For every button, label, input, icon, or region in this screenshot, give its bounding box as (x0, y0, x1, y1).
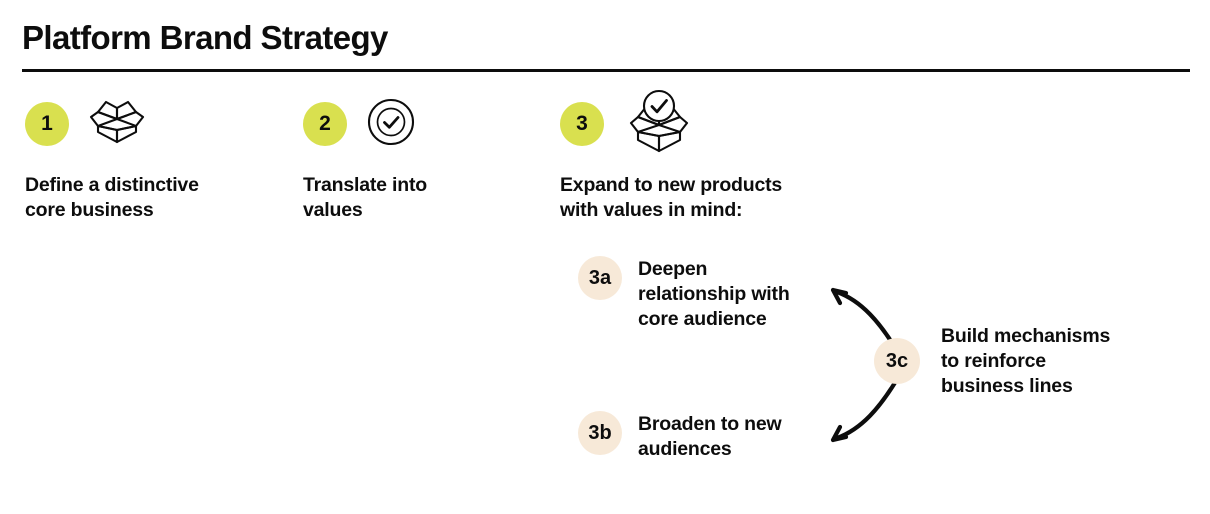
outcome-label: Build mechanisms to reinforce business l… (941, 325, 1111, 397)
step-1-label: Define a distinctive core business (25, 174, 199, 221)
substep-3a-label: Deepen relationship with core audience (638, 258, 790, 330)
step-1-badge: 1 (25, 102, 69, 146)
substep-3b: 3b Broaden to new audiences (578, 411, 782, 462)
step-3-badge: 3 (560, 102, 604, 146)
substep-3a: 3a Deepen relationship with core audienc… (578, 256, 790, 332)
substep-3b-badge: 3b (578, 411, 622, 455)
step-2-badge: 2 (303, 102, 347, 146)
step-3-header: 3 (560, 89, 782, 152)
check-circle-icon (365, 96, 417, 153)
step-2: 2 Translate into values (303, 98, 427, 223)
step-2-header: 2 (303, 98, 427, 150)
step-1: 1 Define a distinctive core business (25, 98, 199, 223)
substep-3b-label: Broaden to new audiences (638, 413, 782, 460)
title-divider (22, 69, 1190, 72)
step-3-label: Expand to new products with values in mi… (560, 174, 783, 221)
step-3: 3 Expand to new products with values in … (560, 89, 783, 223)
box-with-check-icon (622, 85, 696, 164)
outcome-badge-3c: 3c (874, 338, 920, 384)
step-2-label: Translate into values (303, 174, 427, 221)
page-title: Platform Brand Strategy (22, 19, 388, 56)
open-box-icon (87, 96, 147, 153)
substep-3a-badge: 3a (578, 256, 622, 300)
step-1-header: 1 (25, 98, 199, 150)
